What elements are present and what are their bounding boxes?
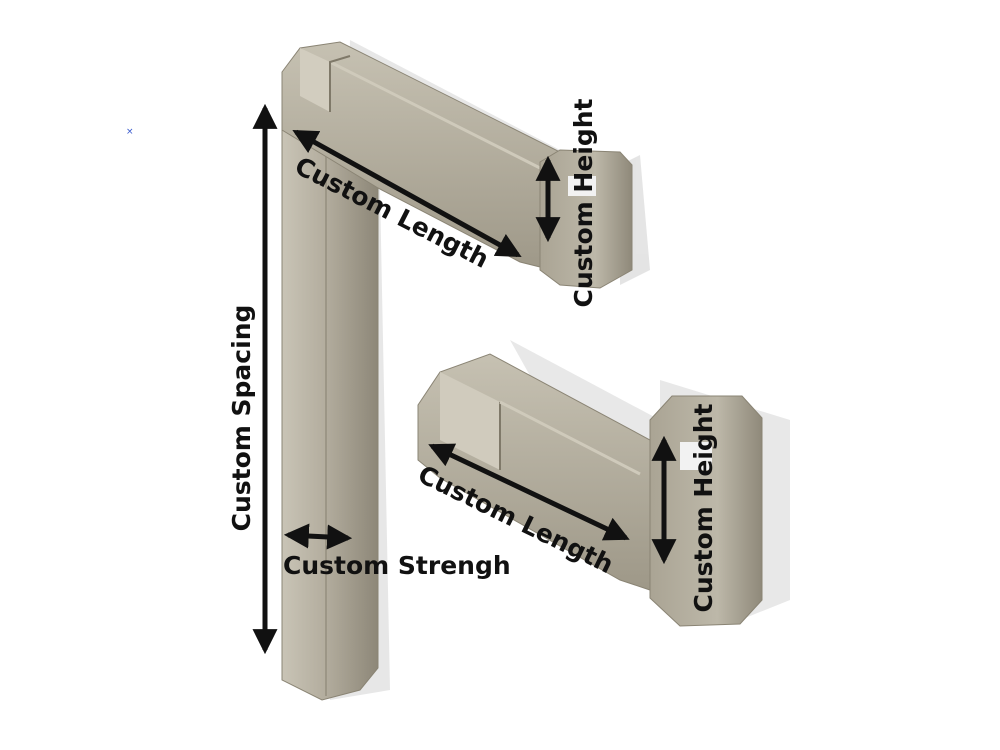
dimension-arrows (252, 103, 677, 655)
cursor-mark-icon: × (126, 127, 134, 137)
bottom-end-block (649, 395, 763, 627)
top-end-block (539, 149, 633, 289)
bottom-length-arrow (428, 443, 630, 541)
strength-arrow (283, 523, 353, 550)
spacing-label: Custom Spacing (227, 305, 256, 532)
strength-label: Custom Strengh (283, 551, 511, 580)
top-length-arrow (292, 129, 522, 258)
bottom-height-label: Custom Height (689, 403, 718, 612)
top-height-label: Custom Height (569, 98, 598, 307)
